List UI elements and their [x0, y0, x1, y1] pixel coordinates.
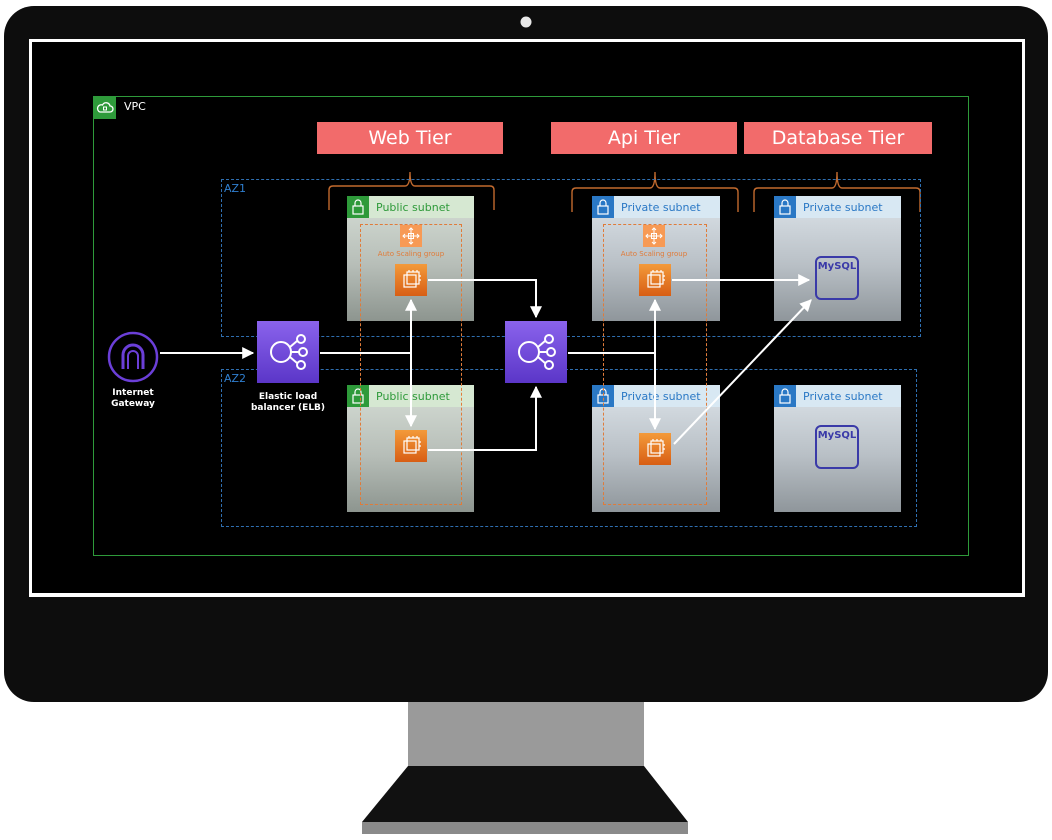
az1-label: AZ1: [224, 182, 247, 195]
stand-base: [362, 766, 688, 822]
subnet-header: [774, 196, 901, 218]
mysql-database-icon: [815, 425, 859, 469]
web-asg-label: Auto Scaling group: [377, 250, 445, 258]
ec2-instance-icon: [639, 264, 671, 296]
monitor-camera: [520, 16, 532, 28]
cloud-icon: [94, 97, 116, 119]
db-private-subnet-az1: Private subnet: [774, 196, 901, 321]
az2-label: AZ2: [224, 372, 247, 385]
web-tier-banner: Web Tier: [317, 122, 503, 154]
database-tier-bracket: [753, 171, 921, 212]
subnet-header: [592, 196, 720, 218]
auto-scaling-icon: [400, 225, 422, 247]
web-public-subnet-az1: Public subnet: [347, 196, 474, 321]
padlock-icon: [774, 196, 796, 218]
api-tier-bracket: [571, 171, 739, 212]
stand-neck: [408, 702, 644, 766]
subnet-label: Private subnet: [803, 201, 883, 214]
mysql-label-az1: MySQL: [817, 261, 857, 272]
availability-zone-2: AZ2: [221, 369, 917, 527]
ec2-instance-icon: [395, 264, 427, 296]
subnet-header: [774, 385, 901, 407]
web-tier-bracket: [328, 171, 495, 210]
api-auto-scaling-group: [603, 224, 707, 505]
vpc-label: VPC: [124, 100, 146, 113]
subnet-label: Public subnet: [376, 201, 450, 214]
mysql-database-icon: [815, 256, 859, 300]
subnet-label: Private subnet: [803, 390, 883, 403]
mysql-label-az2: MySQL: [817, 430, 857, 441]
api-tier-banner: Api Tier: [551, 122, 737, 154]
api-asg-label: Auto Scaling group: [620, 250, 688, 258]
external-load-balancer-icon: [257, 321, 319, 383]
vpc-boundary: VPC: [93, 96, 969, 556]
arrow-web2-to-internal-elb: [428, 385, 542, 451]
subnet-label: Private subnet: [621, 201, 701, 214]
subnet-header: [347, 196, 474, 218]
ec2-instance-icon: [639, 433, 671, 465]
web-auto-scaling-group: [360, 224, 462, 505]
internet-gateway-icon: [107, 331, 159, 383]
availability-zone-1: AZ1: [221, 179, 921, 337]
elb-label: Elastic load balancer (ELB): [250, 392, 326, 413]
arrow-web1-to-internal-elb: [428, 279, 542, 319]
padlock-icon: [774, 385, 796, 407]
auto-scaling-icon: [643, 225, 665, 247]
padlock-icon: [592, 196, 614, 218]
internal-load-balancer-icon: [505, 321, 567, 383]
arrow-api2-to-mysql: [673, 299, 812, 445]
internet-gateway-label: Internet Gateway: [111, 388, 155, 409]
database-tier-banner: Database Tier: [744, 122, 932, 154]
db-private-subnet-az2: Private subnet: [774, 385, 901, 512]
padlock-icon: [347, 196, 369, 218]
stand-foot: [362, 822, 688, 834]
ec2-instance-icon: [395, 430, 427, 462]
